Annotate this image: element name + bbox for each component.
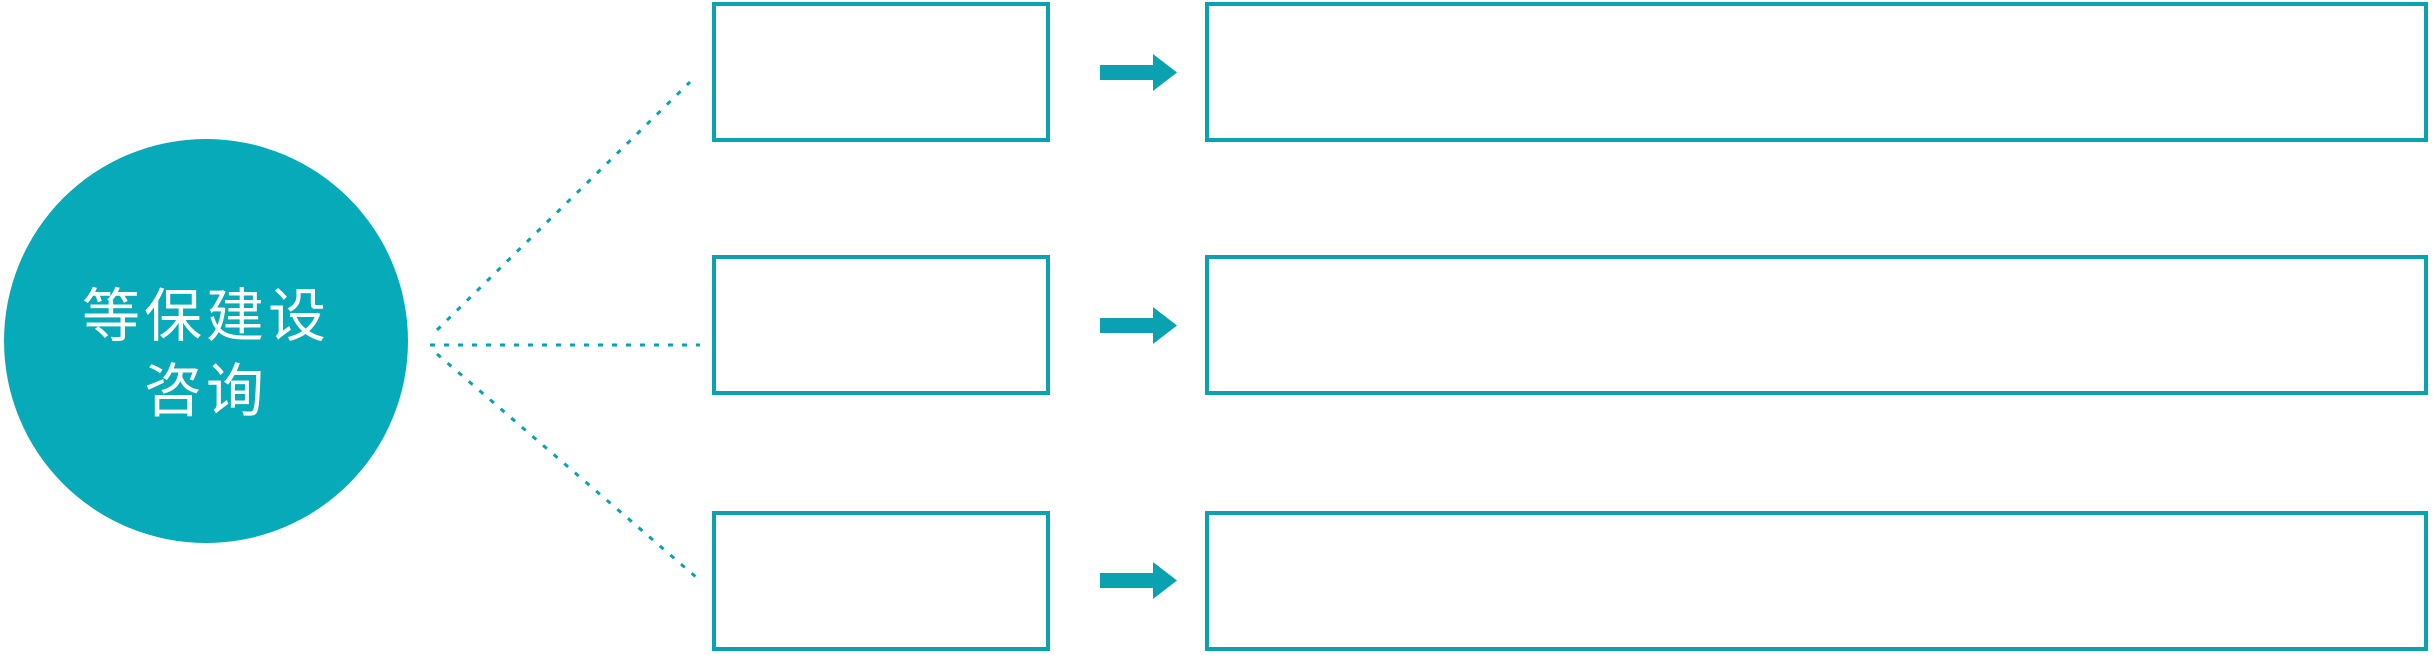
center-circle-label-line2: 咨询 <box>143 359 268 424</box>
arrow-right-icon <box>1100 54 1177 91</box>
center-circle-node: 等保建设咨询 <box>4 139 408 543</box>
description-box-1 <box>1205 2 2428 142</box>
category-box-2 <box>712 255 1050 395</box>
description-box-3 <box>1205 511 2428 651</box>
arrow-right-icon <box>1100 562 1177 599</box>
center-circle-label: 等保建设咨询 <box>82 279 330 429</box>
arrow-right-icon <box>1100 307 1177 344</box>
center-circle-label-line1: 等保建设 <box>81 284 330 349</box>
category-box-1 <box>712 2 1050 142</box>
dotted-connector-top <box>435 80 692 332</box>
description-box-2 <box>1205 255 2428 395</box>
dotted-connector-bottom <box>436 352 697 579</box>
category-box-3 <box>712 511 1050 651</box>
